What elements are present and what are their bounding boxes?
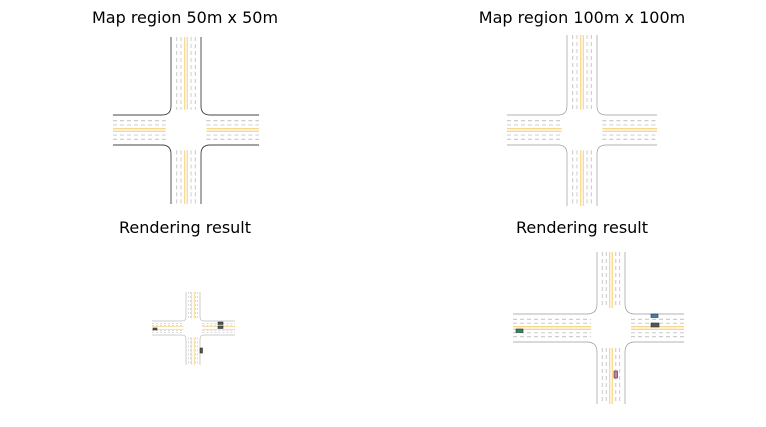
vehicle	[650, 313, 659, 318]
road-edge	[200, 37, 259, 116]
road-edge	[199, 334, 235, 365]
vehicle	[217, 325, 224, 329]
road-edge	[596, 144, 657, 206]
road-edge	[507, 144, 568, 206]
road-edge	[113, 37, 172, 116]
panel-title-top-right: Map region 100m x 100m	[478, 8, 686, 27]
vehicle	[152, 327, 158, 331]
panel-title-bottom-left: Rendering result	[118, 218, 252, 237]
road-edge	[200, 144, 259, 204]
vehicle	[199, 347, 203, 354]
render-100m-intersection	[513, 252, 684, 404]
vehicle	[515, 328, 524, 333]
vehicle	[650, 322, 660, 328]
road-edge	[596, 35, 657, 116]
map-100m-intersection	[507, 35, 657, 206]
road-edge	[624, 341, 684, 404]
render-50m-intersection	[152, 292, 235, 365]
road-edge	[152, 292, 187, 322]
road-edge	[199, 292, 235, 322]
vehicle	[613, 370, 618, 379]
road-edge	[507, 35, 568, 116]
road-edge	[513, 341, 598, 404]
vehicle	[217, 321, 224, 325]
road-edge	[152, 334, 187, 365]
road-edge	[624, 252, 684, 315]
road-edge	[513, 252, 598, 315]
road-edge	[113, 144, 172, 204]
panel-title-top-left: Map region 50m x 50m	[91, 8, 279, 27]
panel-title-bottom-right: Rendering result	[515, 218, 649, 237]
map-50m-intersection	[113, 37, 259, 204]
